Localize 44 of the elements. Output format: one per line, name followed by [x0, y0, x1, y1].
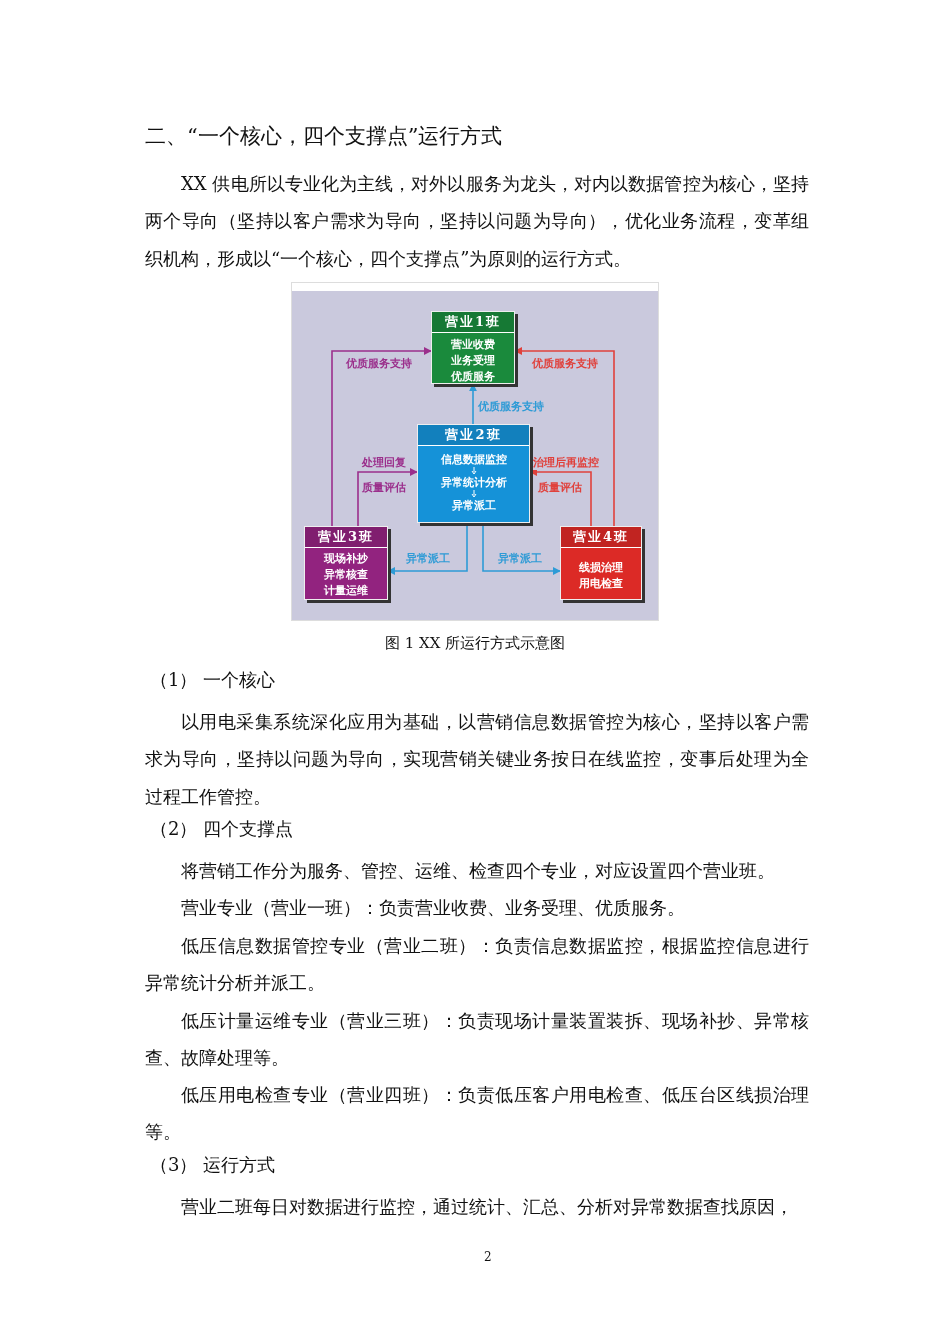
box-item: 优质服务 — [450, 369, 496, 385]
paragraph: 以用电采集系统深化应用为基础，以营销信息数据管控为核心，坚持以客户需求为导向，坚持以问题为导向，实现营销关键业务按日在线监控，变事后处理为全过程工作管控。 — [145, 710, 809, 809]
paragraph: 低压计量运维专业（营业三班）：负责现场计量装置装拆、现场补抄、异常核查、故障处理等。 — [145, 1009, 809, 1071]
box-header: 营业1班 — [432, 312, 514, 333]
section-heading: （3） 运行方式 — [150, 1153, 276, 1177]
paragraph: 将营销工作分为服务、管控、运维、检查四个专业，对应设置四个营业班。 — [180, 859, 776, 883]
edge-label: 优质服务支持 — [532, 356, 598, 371]
box-item: 现场补抄 — [323, 551, 369, 567]
paragraph: XX 供电所以专业化为主线，对外以服务为龙头，对内以数据管控为核心，坚持两个导向（坚持以客户需求为导向，坚持以问题为导向），优化业务流程，变革组织机构，形成以“一个核心，四个支撑点”为原则的运行方式。 — [145, 172, 809, 271]
box-item: 线损治理 — [578, 560, 624, 576]
page-number: 2 — [484, 1250, 492, 1264]
box-item: 异常核查 — [323, 567, 369, 583]
diagram-label: 质量评估 — [362, 480, 406, 495]
box-item: 异常派工 — [450, 498, 497, 514]
edge-label: 优质服务支持 — [478, 399, 544, 414]
box-item: 计量运维 — [323, 583, 369, 599]
paragraph: 营业专业（营业一班）：负责营业收费、业务受理、优质服务。 — [180, 896, 686, 920]
team-box — [304, 526, 388, 600]
box-header: 营业3班 — [305, 527, 387, 548]
arrow — [357, 468, 418, 527]
figure-caption: 图 1 XX 所运行方式示意图 — [383, 634, 567, 653]
paragraph: 低压用电检查专业（营业四班）：负责低压客户用电检查、低压台区线损治理等。 — [145, 1083, 809, 1145]
edge-label: 异常派工 — [498, 551, 542, 566]
diagram-label: 质量评估 — [538, 480, 582, 495]
paragraph: 低压信息数据管控专业（营业二班）：负责信息数据监控，根据监控信息进行异常统计分析并派工。 — [145, 934, 809, 996]
team-box — [417, 424, 530, 523]
box-item: 业务受理 — [450, 353, 496, 369]
edge-label: 处理回复 — [362, 455, 406, 470]
box-item: 营业收费 — [450, 337, 496, 353]
edge-label: 治理后再监控 — [533, 455, 599, 470]
team-box — [431, 311, 515, 384]
team-box — [560, 526, 642, 600]
section-heading: （2） 四个支撑点 — [150, 817, 294, 841]
heading: 二、“一个核心，四个支撑点”运行方式 — [145, 123, 503, 150]
arrow — [331, 347, 432, 527]
section-heading: （1） 一个核心 — [150, 668, 276, 692]
box-item: 信息数据监控 — [439, 452, 508, 468]
edge-label: 异常派工 — [406, 551, 450, 566]
box-item: 用电检查 — [578, 576, 624, 592]
paragraph: 营业二班每日对数据进行监控，通过统计、汇总、分析对异常数据查找原因， — [180, 1195, 794, 1219]
edge-label: 优质服务支持 — [346, 356, 412, 371]
box-item: 异常统计分析 — [439, 475, 508, 491]
box-header: 营业2班 — [418, 425, 529, 446]
box-header: 营业4班 — [561, 527, 641, 548]
